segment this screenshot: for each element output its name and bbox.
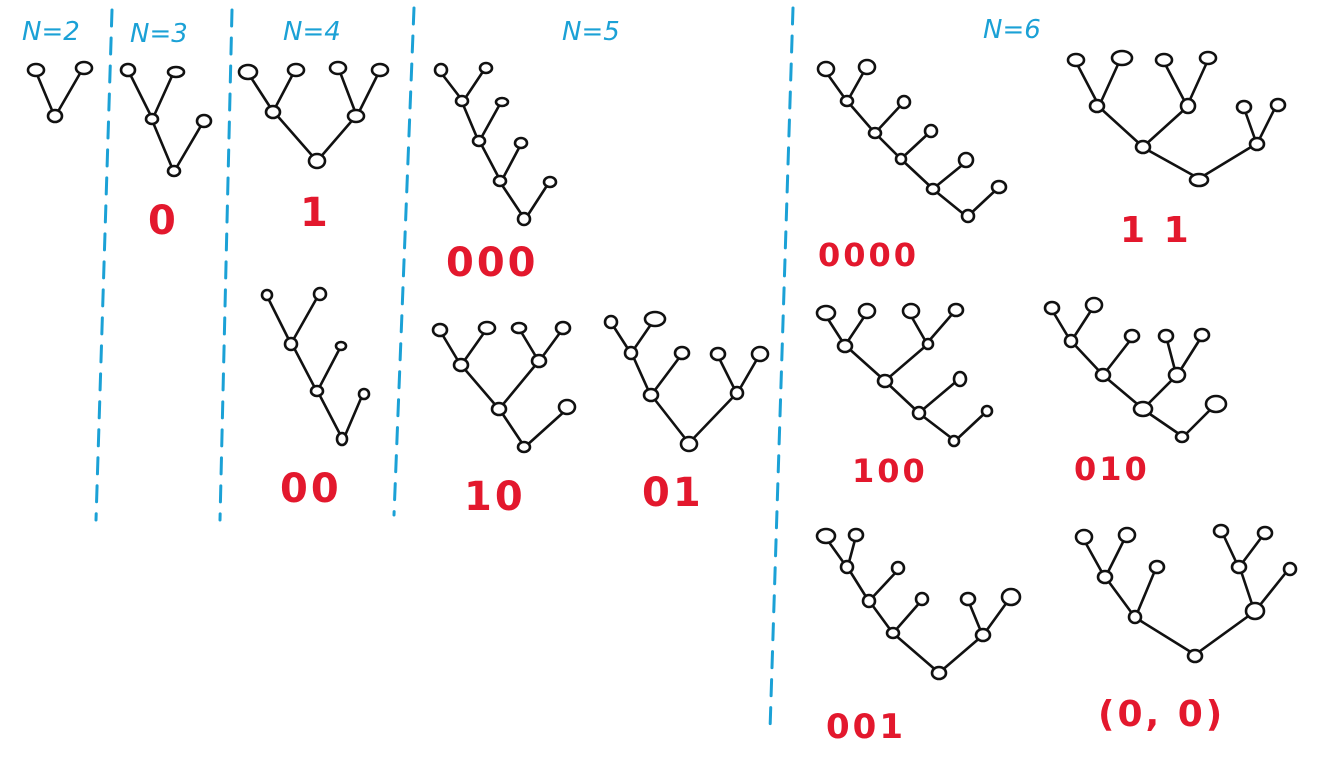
column-headers: N=2 N=3 N=4 N=5 N=6 bbox=[22, 15, 1041, 49]
label-n5-01: 01 bbox=[642, 470, 704, 516]
tree-n3-0 bbox=[119, 62, 213, 178]
header-n3: N=3 bbox=[130, 19, 188, 49]
column-separators bbox=[94, 6, 795, 732]
header-n4: N=4 bbox=[283, 17, 341, 47]
separator-1 bbox=[94, 8, 114, 522]
tree-n4-00 bbox=[260, 286, 371, 447]
separator-2 bbox=[218, 8, 234, 522]
tree-n2 bbox=[26, 60, 94, 124]
label-n6-100: 100 bbox=[852, 452, 928, 490]
tree-n6-0000 bbox=[816, 58, 1008, 224]
tree-n4-1 bbox=[237, 60, 390, 170]
tree-n5-10 bbox=[431, 320, 577, 454]
separator-3 bbox=[392, 6, 416, 517]
header-n5: N=5 bbox=[562, 17, 620, 47]
tree-n6-11 bbox=[1066, 49, 1287, 188]
header-n2: N=2 bbox=[22, 17, 80, 47]
label-n6-001: 001 bbox=[826, 707, 906, 747]
label-n6-11: 1 1 bbox=[1120, 210, 1192, 251]
label-n6-0-0: (0, 0) bbox=[1098, 694, 1225, 735]
label-n6-0000: 0000 bbox=[818, 236, 919, 274]
tree-n5-01 bbox=[603, 310, 770, 453]
label-n5-000: 000 bbox=[446, 240, 539, 286]
tree-n5-000 bbox=[433, 61, 558, 227]
header-n6: N=6 bbox=[983, 15, 1041, 45]
tree-n6-001 bbox=[815, 527, 1022, 681]
label-n5-10: 10 bbox=[464, 474, 526, 520]
tree-n6-100 bbox=[815, 302, 994, 448]
tree-n6-010 bbox=[1043, 296, 1228, 444]
label-n4-00: 00 bbox=[280, 466, 342, 512]
label-n4-1: 1 bbox=[300, 190, 331, 236]
label-n6-010: 010 bbox=[1074, 450, 1150, 488]
label-n3-0: 0 bbox=[148, 198, 179, 244]
tree-n6-0-0 bbox=[1074, 523, 1298, 664]
tree-labels: 0 1 00 000 10 01 0000 1 1 100 010 001 (0… bbox=[148, 190, 1225, 747]
separator-4 bbox=[768, 6, 795, 732]
